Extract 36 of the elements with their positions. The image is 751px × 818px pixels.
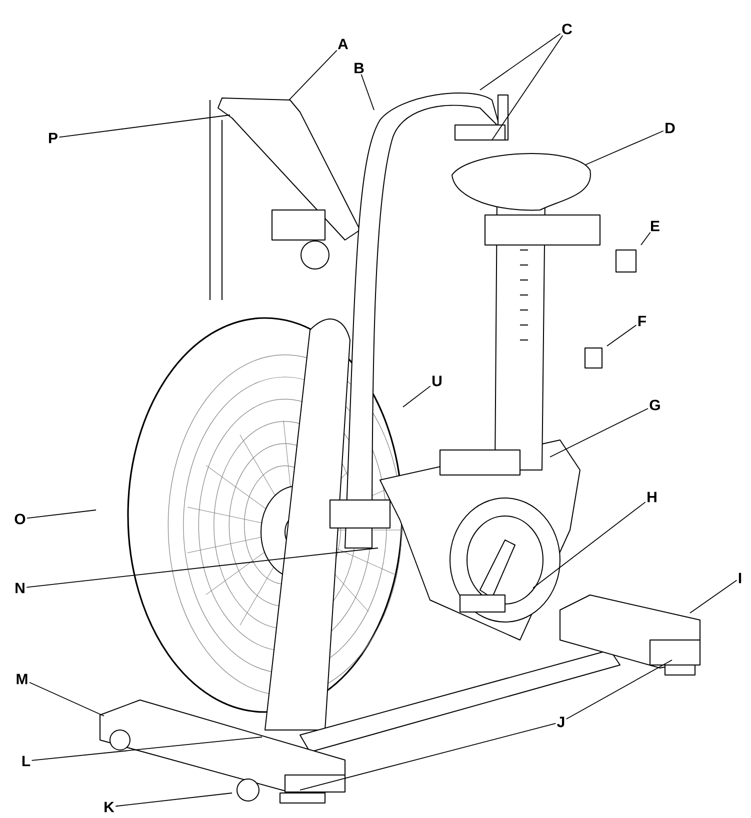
leader-line — [26, 548, 378, 588]
callout-letter: C — [562, 24, 572, 34]
callout-letter: A — [338, 38, 348, 50]
callout-letter: U — [432, 376, 442, 386]
callout-letter: I — [738, 572, 742, 584]
callout-letter: N — [16, 582, 24, 594]
callout-letter: K — [104, 802, 114, 812]
leader-line — [29, 682, 104, 716]
leader-line — [492, 35, 564, 140]
callout-letter: F — [638, 316, 646, 326]
callout-letter: L — [22, 756, 30, 766]
leader-line — [606, 324, 637, 346]
callout-letter: G — [650, 400, 660, 410]
leader-line — [300, 722, 556, 790]
leader-line — [584, 130, 664, 166]
callout-letter: E — [651, 220, 660, 232]
leader-line — [360, 74, 374, 110]
leader-line — [115, 792, 232, 807]
callout-letter: P — [49, 132, 58, 144]
leader-line — [58, 114, 230, 138]
leader-line — [31, 736, 262, 761]
leader-line — [288, 50, 338, 100]
callout-letter: B — [354, 62, 364, 74]
leader-line — [532, 502, 646, 588]
leader-line — [26, 510, 96, 519]
leader-line — [550, 408, 648, 458]
leader-line — [402, 386, 431, 408]
leader-line — [690, 580, 738, 614]
callout-letter: M — [16, 674, 28, 684]
leader-line — [480, 33, 561, 90]
callout-letter: J — [557, 716, 564, 728]
callout-letter: D — [666, 122, 675, 134]
leader-line — [640, 232, 651, 246]
callout-letter: O — [14, 514, 26, 524]
leader-line — [566, 660, 672, 720]
callout-letter: H — [648, 492, 656, 502]
